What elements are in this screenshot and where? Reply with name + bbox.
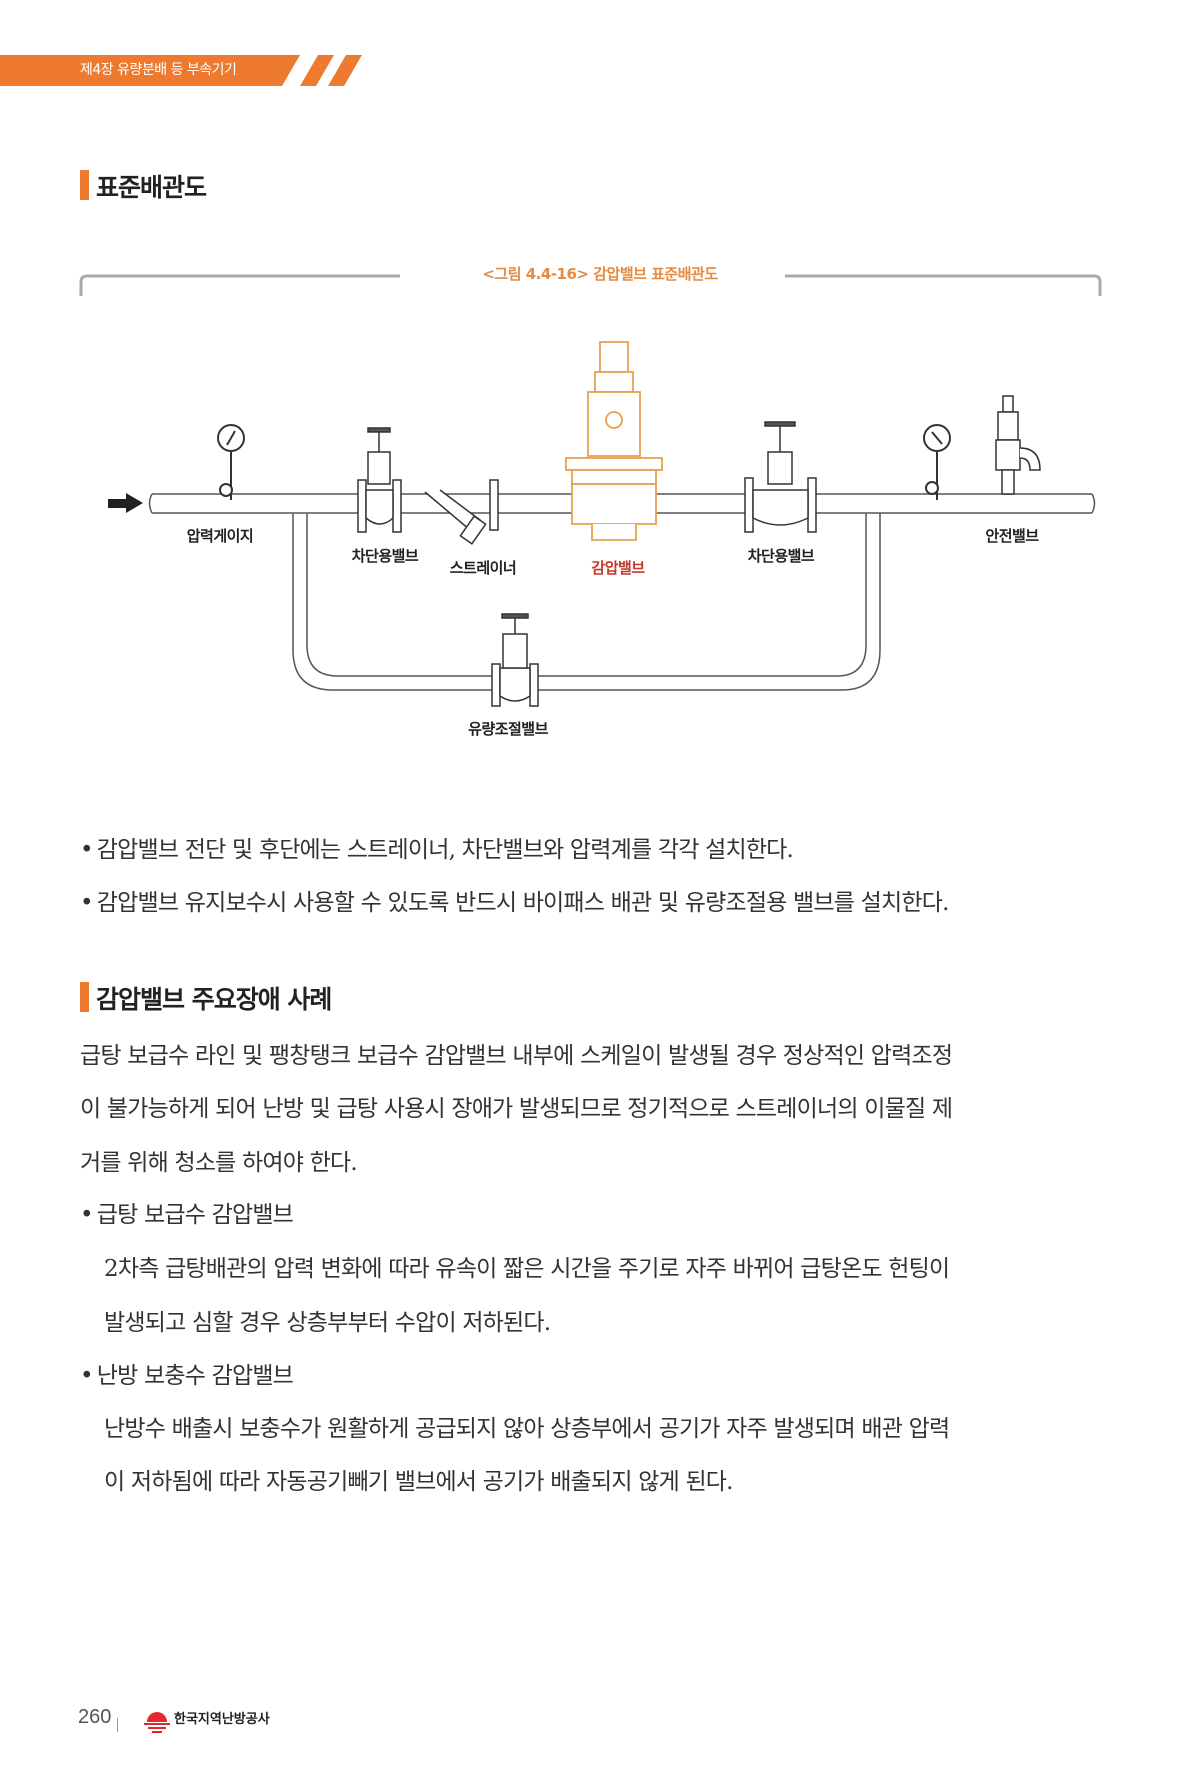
bullet-item: 감압밸브 유지보수시 사용할 수 있도록 반드시 바이패스 배관 및 유량조절용… <box>80 883 1102 917</box>
shutoff-valve-1-icon <box>357 427 402 533</box>
flow-control-valve-icon <box>491 613 539 707</box>
label-safety-valve: 안전밸브 <box>985 527 1039 545</box>
paragraph-line: 이 불가능하게 되어 난방 및 급탕 사용시 장애가 발생되므로 정기적으로 스… <box>80 1096 953 1122</box>
caption-frame-right <box>785 274 1102 296</box>
item-line: 발생되고 심할 경우 상층부부터 수압이 저하된다. <box>104 1310 551 1336</box>
caption-frame-left <box>79 274 400 296</box>
label-pressure-gauge: 압력게이지 <box>187 527 254 545</box>
paragraph-line: 급탕 보급수 라인 및 팽창탱크 보급수 감압밸브 내부에 스케일이 발생될 경… <box>80 1043 953 1069</box>
bullet-item: 감압밸브 전단 및 후단에는 스트레이너, 차단밸브와 압력계를 각각 설치한다… <box>80 830 1102 864</box>
figure-caption: <그림 4.4-16> 감압밸브 표준배관도 <box>482 265 718 283</box>
pressure-gauge-2-icon <box>923 424 951 500</box>
pressure-gauge-1-icon <box>217 424 245 500</box>
section-heading-standard-piping: 표준배관도 <box>80 168 207 204</box>
item-line: 2차측 급탕배관의 압력 변화에 따라 유속이 짧은 시간을 주기로 자주 바뀌… <box>104 1256 950 1282</box>
item-title: 난방 보충수 감압밸브 <box>80 1356 1102 1390</box>
organization-logo <box>144 1712 170 1733</box>
shutoff-valve-2-icon <box>744 421 817 533</box>
item-line: 이 저하됨에 따라 자동공기빼기 밸브에서 공기가 배출되지 않게 된다. <box>104 1469 733 1495</box>
label-shutoff-valve-1: 차단용밸브 <box>352 547 419 565</box>
label-flow-control-valve: 유량조절밸브 <box>468 720 549 738</box>
flow-arrow-icon <box>108 493 143 513</box>
bypass-pipe <box>292 513 881 691</box>
chapter-banner <box>0 55 362 86</box>
strainer-icon <box>424 479 499 545</box>
label-strainer: 스트레이너 <box>450 559 517 577</box>
label-shutoff-valve-2: 차단용밸브 <box>748 547 815 565</box>
item-line: 난방수 배출시 보충수가 원활하게 공급되지 않아 상층부에서 공기가 자주 발… <box>104 1416 950 1442</box>
organization-name: 한국지역난방공사 <box>174 1712 270 1727</box>
footer-divider <box>117 1718 118 1732</box>
label-pressure-reducing-valve: 감압밸브 <box>591 559 645 577</box>
section-heading-failure-cases: 감압밸브 주요장애 사례 <box>80 980 332 1016</box>
safety-valve-icon <box>995 395 1041 495</box>
page-number: 260 <box>78 1706 112 1728</box>
paragraph-line: 거를 위해 청소를 하여야 한다. <box>80 1150 358 1176</box>
item-title: 급탕 보급수 감압밸브 <box>80 1195 1102 1229</box>
pressure-reducing-valve-icon <box>565 341 663 541</box>
chapter-title: 제4장 유량분배 등 부속기기 <box>80 62 237 78</box>
